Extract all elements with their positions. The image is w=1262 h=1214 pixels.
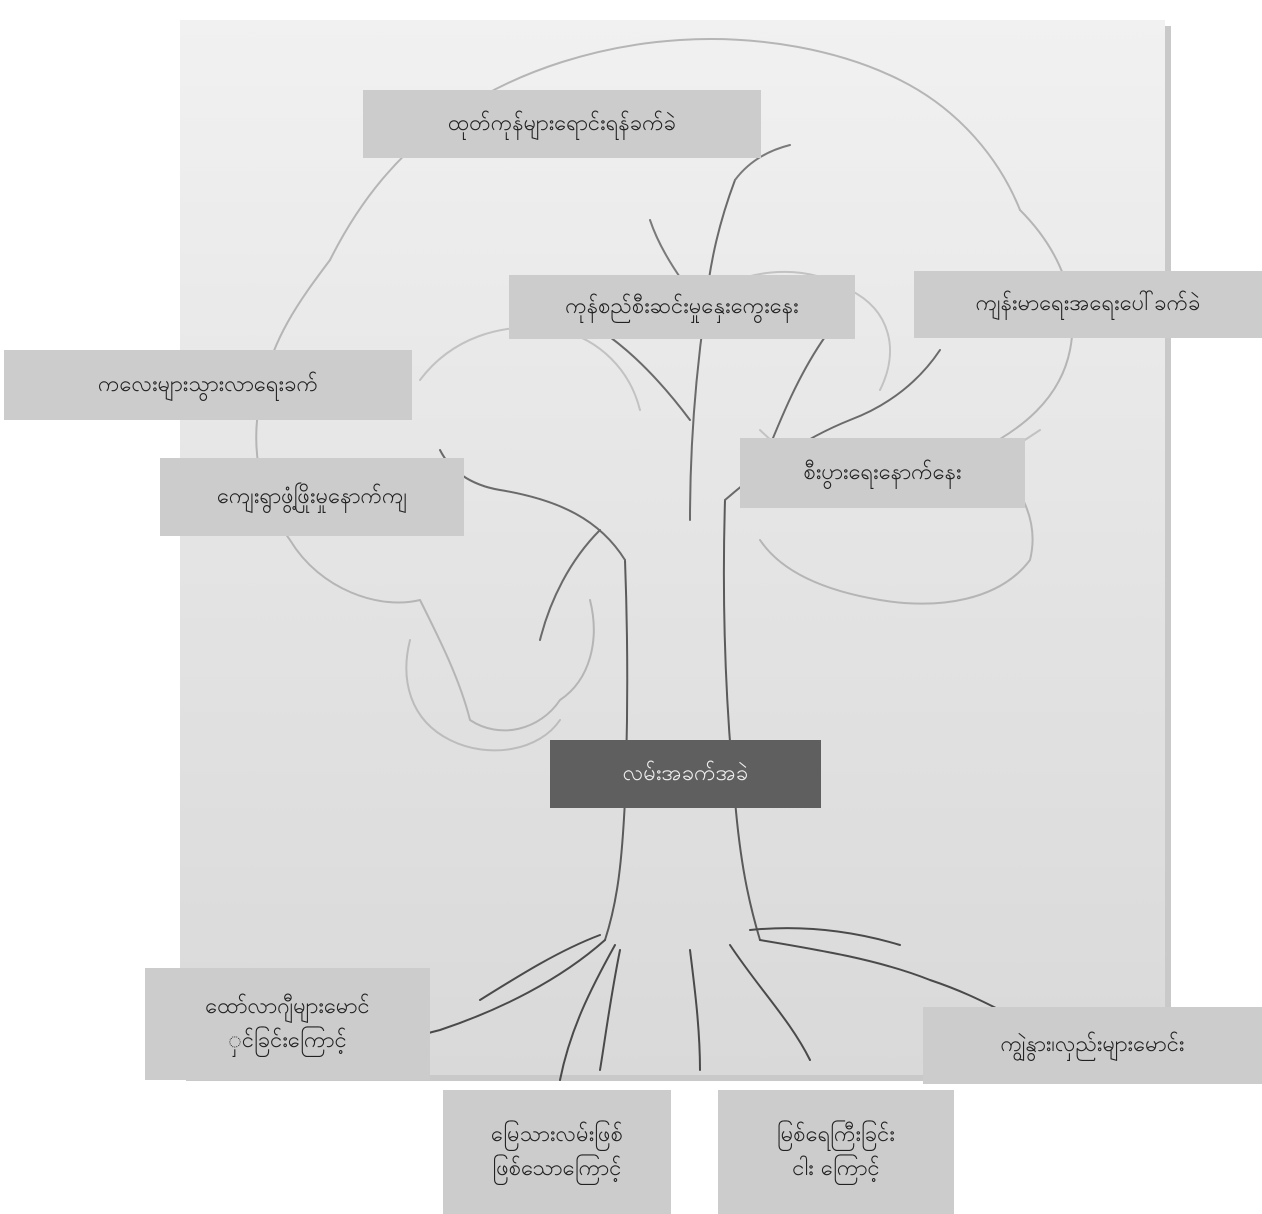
canopy-outline-right: [759, 209, 1074, 605]
root-right-high: [749, 927, 901, 946]
box-business-delay: စီးပွားရေးနောက်နေး: [740, 438, 1025, 508]
canopy-inner-1: [419, 326, 641, 411]
root-center: [689, 949, 701, 1071]
cause-mud-line-1: မြေသားလမ်းဖြစ်: [491, 1121, 623, 1147]
cause-materials-line-2: ှင်ခြင်းကြောင့်: [228, 1028, 347, 1053]
branch-center: [689, 179, 736, 521]
box-core-problem: လမ်းအခက်အခဲ: [550, 740, 821, 808]
box-health-services: ကျန်းမာရေးအရေးပေါ်ခက်ခဲ: [914, 271, 1262, 338]
box-village-development: ကျေးရွာဖွံ့ဖြိုးမှုနောက်ကျ: [160, 458, 464, 536]
canopy-inner-3: [405, 639, 561, 752]
box-quality-control: ကုန်စည်စီးဆင်းမှုနှေးကွေးနေး: [509, 275, 855, 339]
root-left-high: [479, 934, 601, 1001]
root-right: [759, 939, 1001, 1011]
root-left-mid: [559, 944, 616, 1081]
box-cause-flood: မြစ်ရေကြီးခြင်း ငါး ကြောင့်: [718, 1090, 954, 1214]
box-top-effect: ထုတ်ကုန်များရောင်းရန်ခက်ခဲ: [363, 90, 761, 158]
box-cause-materials: ထော်လာဂျီများမောင် ှင်ခြင်းကြောင့်: [145, 968, 430, 1080]
box-children-school: ကလေးများသွားလာရေးခက်: [4, 350, 412, 420]
cause-materials-line-1: ထော်လာဂျီများမောင်: [205, 993, 370, 1019]
cause-flood-line-2: ငါး ကြောင့်: [792, 1156, 880, 1181]
branch-left-main: [439, 449, 626, 561]
trunk-right: [722, 499, 761, 941]
cause-flood-line-1: မြစ်ရေကြီးခြင်း: [777, 1121, 895, 1147]
drawing-paper: [180, 20, 1165, 1075]
branch-left-low: [539, 529, 601, 641]
branch-center-left: [599, 329, 691, 421]
cause-mud-line-2: ဖြစ်သောကြောင့်: [492, 1156, 622, 1181]
box-cause-mud: မြေသားလမ်းဖြစ် ဖြစ်သောကြောင့်: [443, 1090, 671, 1214]
root-center-right: [729, 944, 811, 1061]
root-left-low: [599, 949, 621, 1071]
box-cause-vehicles: ကျွဲနွား၊လှည်းများမောင်း: [923, 1007, 1262, 1084]
